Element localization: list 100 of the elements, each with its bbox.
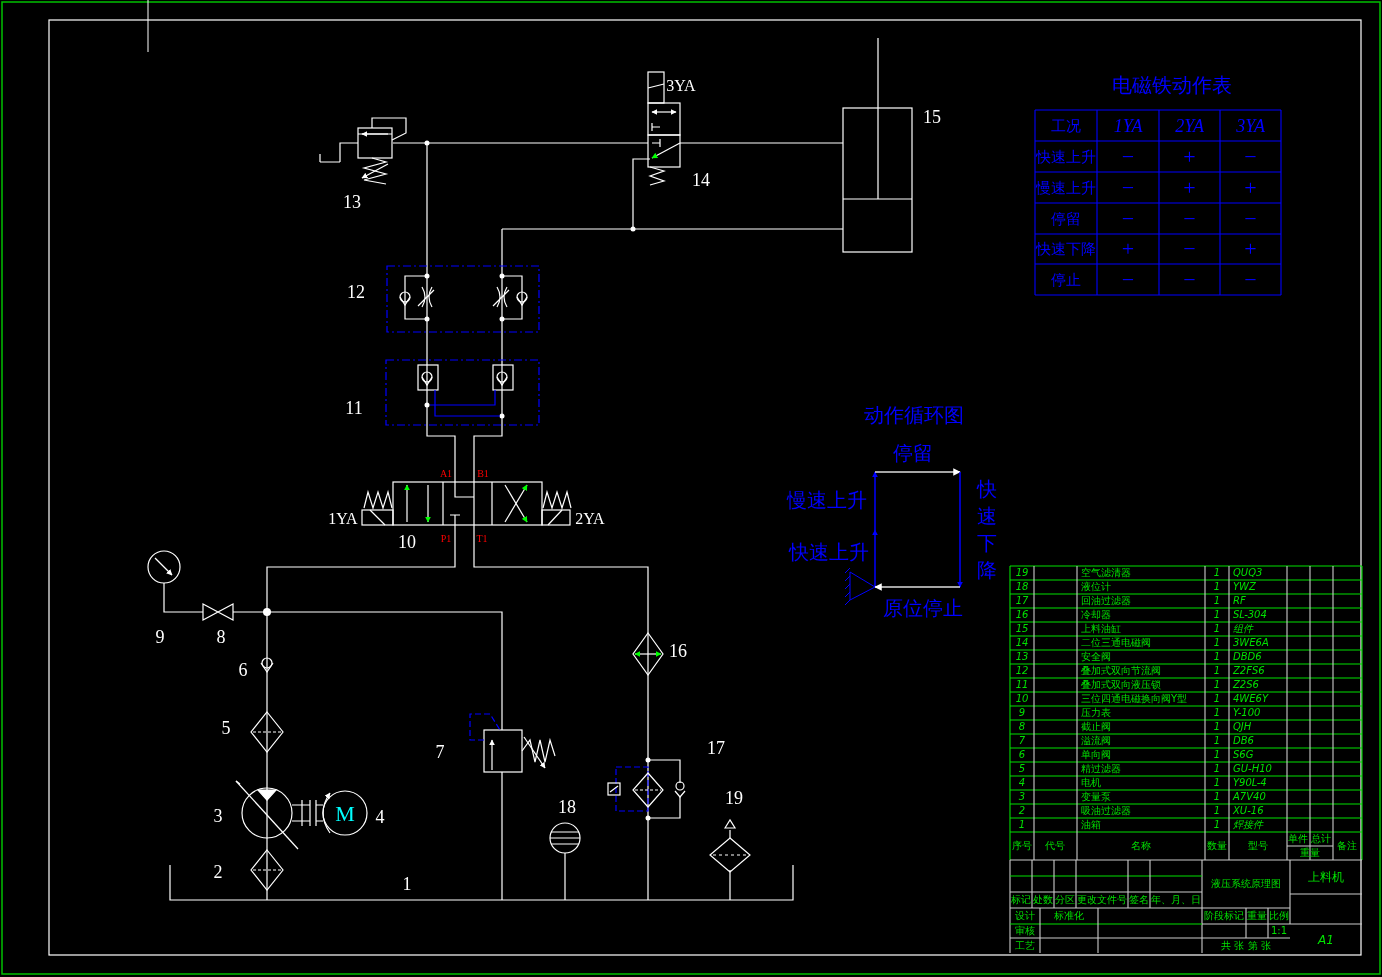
callout-number: 15	[923, 108, 941, 126]
table-cell: 1	[1213, 694, 1221, 704]
table-cell: 6	[1018, 750, 1026, 760]
title-block-text: 共 张 第 张	[1221, 941, 1271, 951]
title-block-text: 1:1	[1270, 926, 1288, 936]
table-cell: −	[1121, 268, 1135, 291]
table-cell: 1	[1213, 666, 1221, 676]
table-cell: 4WE6Y	[1233, 694, 1269, 704]
table-cell: Z2FS6	[1233, 666, 1265, 676]
table-cell: 精过滤器	[1081, 764, 1121, 774]
table-cell: +	[1121, 238, 1135, 260]
table-cell: 停留	[1051, 211, 1081, 226]
table-cell: A7V40	[1233, 792, 1266, 802]
table-cell: 液位计	[1081, 582, 1111, 592]
table-cell: +	[1183, 176, 1196, 199]
port-label: P1	[440, 534, 452, 544]
table-cell: 截止阀	[1081, 722, 1111, 732]
table-cell: 1	[1213, 778, 1221, 788]
callout-number: 17	[707, 739, 725, 757]
title-block-text: 液压系统原理图	[1211, 879, 1281, 889]
table-cell: 变量泵	[1081, 792, 1111, 802]
table-cell: 电机	[1081, 778, 1101, 788]
title-block-text: 标记	[1011, 895, 1031, 905]
table-cell: Y90L-4	[1233, 778, 1267, 788]
table-cell: RF	[1233, 596, 1246, 606]
callout-number: 5	[221, 719, 231, 737]
table-cell: 2	[1018, 806, 1026, 816]
header-cell: 1YA	[1113, 116, 1143, 135]
callout-number: 3	[213, 807, 223, 825]
table-cell: 10	[1015, 694, 1029, 704]
table-cell: 1	[1213, 764, 1221, 774]
state-label: 快速上升	[789, 542, 869, 562]
cycle-name-text: 动作循环图	[864, 405, 964, 425]
title-block-text: 标准化	[1054, 911, 1084, 921]
title-block-text: 比例	[1269, 911, 1289, 921]
table-cell: 停止	[1051, 272, 1081, 287]
title-block-text: 处数	[1033, 895, 1053, 905]
table-cell: GU-H10	[1233, 764, 1272, 774]
header-cell: 序号	[1012, 841, 1032, 851]
table-cell: 上料油缸	[1081, 624, 1121, 634]
table-cell: 1	[1213, 722, 1221, 732]
port-label: B1	[477, 469, 489, 479]
table-cell: 1	[1213, 680, 1221, 690]
table-cell: 14	[1015, 638, 1029, 648]
solenoid-label: 1YA	[328, 511, 358, 527]
title-block-text: 更改文件号	[1077, 895, 1127, 905]
table-cell: DBD6	[1233, 652, 1262, 662]
title-block-text: 分区	[1055, 895, 1075, 905]
callout-number: 11	[345, 399, 363, 417]
title-block-text: A1	[1318, 934, 1334, 946]
table-cell: XU-16	[1233, 806, 1264, 816]
callout-number: 14	[692, 171, 710, 189]
callout-number: 7	[435, 743, 445, 761]
table-cell: 1	[1213, 582, 1221, 592]
header-cell: 单件	[1288, 834, 1308, 844]
header-cell: 名称	[1131, 841, 1151, 851]
table-cell: −	[1121, 145, 1135, 168]
table-cell: 1	[1213, 638, 1221, 648]
table-cell: 17	[1015, 596, 1029, 606]
callout-number: 9	[155, 628, 165, 646]
table-cell: −	[1121, 176, 1135, 199]
table-cell: 1	[1018, 820, 1026, 830]
solenoid-label: 2YA	[575, 511, 605, 527]
table-cell: 1	[1213, 596, 1221, 606]
callout-number: 1	[402, 875, 412, 893]
motor-label: M	[335, 803, 355, 825]
table-cell: 1	[1213, 736, 1221, 746]
callout-number: 13	[343, 193, 361, 211]
port-label: A1	[439, 469, 453, 479]
table-cell: 1	[1213, 652, 1221, 662]
table-cell: 1	[1213, 806, 1221, 816]
table-cell: 1	[1213, 610, 1221, 620]
table-cell: 溢流阀	[1081, 736, 1111, 746]
table-cell: DB6	[1233, 736, 1254, 746]
table-cell: 1	[1213, 708, 1221, 718]
table-cell: 焊接件	[1233, 820, 1263, 830]
title-block-text: 上料机	[1308, 871, 1344, 883]
table-cell: −	[1244, 207, 1257, 230]
table-cell: −	[1183, 268, 1196, 291]
table-cell: QUQ3	[1233, 568, 1263, 578]
callout-number: 16	[669, 642, 687, 660]
table-cell: 1	[1213, 568, 1221, 578]
table-cell: −	[1244, 268, 1257, 291]
table-cell: 叠加式双向节流阀	[1081, 666, 1161, 676]
table-cell: 1	[1213, 624, 1221, 634]
table-cell: 安全阀	[1081, 652, 1111, 662]
table-cell: −	[1183, 207, 1196, 230]
table-cell: 19	[1015, 568, 1029, 578]
header-cell: 代号	[1045, 841, 1065, 851]
table-cell: −	[1244, 145, 1257, 168]
callout-number: 6	[238, 661, 248, 679]
table-cell: S6G	[1233, 750, 1254, 760]
title-block-text: 年、月、日	[1151, 895, 1201, 905]
title-block-text: 工艺	[1015, 941, 1035, 951]
table-cell: −	[1121, 207, 1135, 230]
table-cell: +	[1244, 176, 1257, 199]
state-label: 原位停止	[883, 598, 963, 618]
table-cell: YWZ	[1233, 582, 1256, 592]
callout-number: 10	[398, 533, 416, 551]
table-cell: 8	[1018, 722, 1026, 732]
